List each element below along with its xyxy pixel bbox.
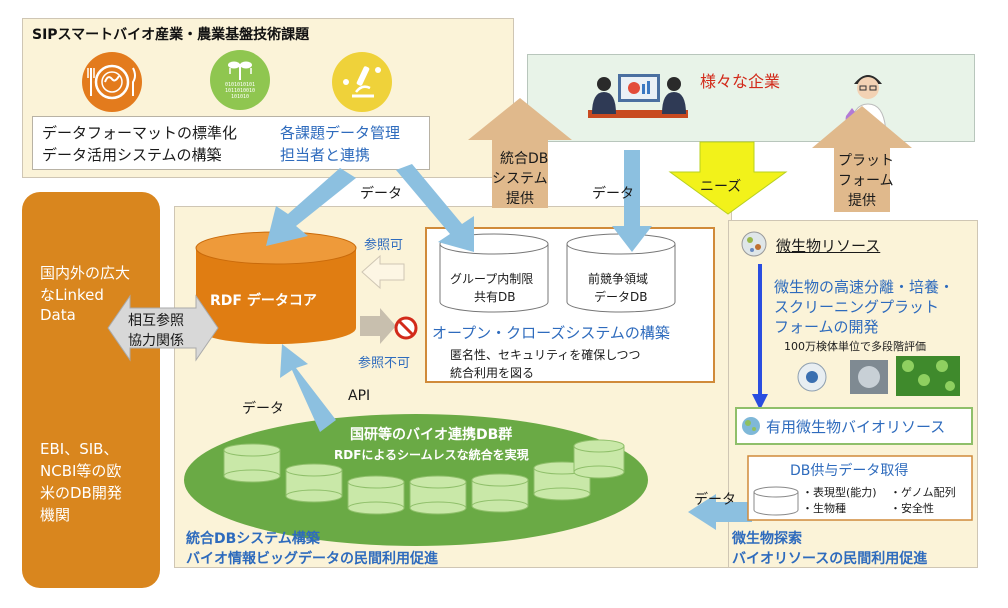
rdf-data-core-label: RDF データコア bbox=[210, 293, 317, 309]
svg-text:0101010101: 0101010101 bbox=[225, 82, 255, 88]
platform-label-3: 提供 bbox=[848, 193, 876, 209]
integrated-caption-1: 統合DBシステム構築 bbox=[186, 531, 320, 547]
globe-icon bbox=[742, 417, 760, 435]
external-orgs-line2: NCBI等の欧 bbox=[40, 462, 122, 480]
data-label-bottom: データ bbox=[694, 492, 736, 508]
db-provide-label-1: 統合DB bbox=[500, 151, 549, 167]
open-close-desc-2: 統合利用を図る bbox=[450, 366, 535, 380]
open-close-desc-1: 匿名性、セキュリティを確保しつつ bbox=[450, 348, 641, 362]
federated-db-title: 国研等のバイオ連携DB群 bbox=[350, 427, 513, 443]
sip-inner-box bbox=[32, 116, 430, 170]
external-orgs-line4: 機関 bbox=[40, 506, 71, 524]
platform-provide-arrow bbox=[812, 106, 912, 212]
useful-bioresource-box bbox=[735, 407, 973, 445]
group-db-label-2: 共有DB bbox=[474, 290, 516, 304]
microbe-desc-3: フォームの開発 bbox=[774, 318, 879, 336]
precompetitive-db-label-1: 前競争領域 bbox=[588, 272, 649, 286]
business-meeting-icon bbox=[578, 66, 698, 134]
microbe-caption-2: バイオリソースの民間利用促進 bbox=[732, 551, 928, 567]
data-arrow-sip-to-openclose bbox=[396, 164, 474, 252]
needs-label: ニーズ bbox=[700, 179, 742, 195]
food-plate-icon bbox=[82, 52, 142, 112]
integrated-caption-2: バイオ情報ビッグデータの民間利用促進 bbox=[186, 551, 438, 567]
platform-label-2: フォーム bbox=[838, 173, 894, 189]
mutual-reference-label-2: 協力関係 bbox=[128, 333, 184, 349]
platform-label-1: プラット bbox=[838, 153, 894, 169]
sip-manager-text: 各課題データ管理 bbox=[280, 124, 401, 142]
microbe-resource-icon bbox=[741, 231, 767, 257]
data-label-mid: データ bbox=[592, 186, 634, 202]
pre-competitive-db-cylinder bbox=[566, 233, 676, 313]
db-data-item-species: ・生物種 bbox=[802, 502, 846, 515]
db-provide-label-3: 提供 bbox=[506, 191, 534, 207]
microbe-desc-2: スクリーニングプラット bbox=[774, 298, 940, 316]
sip-collab-text: 担当者と連携 bbox=[280, 146, 371, 164]
sprout-data-icon: 0101010101 1011010010 101010 bbox=[210, 50, 270, 110]
external-linked-line2: なLinked bbox=[40, 286, 104, 304]
reference-ok-label: 参照可 bbox=[364, 238, 404, 253]
group-db-label-1: グループ内制限 bbox=[450, 272, 534, 286]
federated-db-drums bbox=[223, 439, 625, 515]
external-orgs-line1: EBI、SIB、 bbox=[40, 440, 119, 458]
data-arrow-companies-to-db bbox=[612, 150, 652, 252]
companies-label: 様々な企業 bbox=[700, 72, 781, 91]
sip-title: SIPスマートバイオ産業・農業基盤技術課題 bbox=[32, 27, 310, 43]
microbe-caption-1: 微生物探索 bbox=[732, 531, 802, 547]
db-data-item-phenotype: ・表現型(能力) bbox=[802, 486, 877, 499]
external-linked-line3: Data bbox=[40, 306, 76, 324]
data-arrow-microbe-to-db bbox=[688, 494, 752, 530]
svg-text:101010: 101010 bbox=[231, 94, 249, 100]
needs-arrow bbox=[668, 141, 788, 215]
external-linked-line1: 国内外の広大 bbox=[40, 264, 131, 282]
microbe-resource-title: 微生物リソース bbox=[776, 237, 881, 255]
db-data-item-genome: ・ゲノム配列 bbox=[890, 486, 956, 499]
mutual-reference-arrow bbox=[107, 294, 219, 362]
microbe-desc-1: 微生物の高速分離・培養・ bbox=[774, 278, 955, 296]
external-db-sidebar bbox=[22, 192, 160, 588]
db-data-cylinder bbox=[753, 486, 799, 516]
db-data-item-safety: ・安全性 bbox=[890, 502, 934, 515]
reference-ng-arrow bbox=[360, 308, 396, 344]
api-label: API bbox=[348, 388, 371, 404]
rdf-data-core-cylinder bbox=[195, 231, 357, 344]
svg-text:1011010010: 1011010010 bbox=[225, 88, 255, 94]
external-orgs-line3: 米のDB開発 bbox=[40, 484, 122, 502]
data-arrow-sip-to-rdf bbox=[266, 168, 356, 246]
db-data-title: DB供与データ取得 bbox=[790, 463, 909, 479]
microscope-icon bbox=[332, 52, 392, 112]
api-arrow-federated-to-rdf bbox=[280, 344, 336, 432]
data-label-left: データ bbox=[242, 401, 284, 417]
mutual-reference-label-1: 相互参照 bbox=[128, 313, 184, 329]
open-close-title: オープン・クローズシステムの構築 bbox=[432, 324, 670, 342]
reference-ok-arrow bbox=[361, 254, 405, 290]
no-entry-icon bbox=[394, 316, 418, 340]
sip-standardization-text: データフォーマットの標準化 bbox=[42, 124, 238, 142]
microbe-eval-text: 100万検体単位で多段階評価 bbox=[784, 340, 926, 353]
db-provide-arrow bbox=[468, 98, 572, 208]
db-provide-label-2: システム bbox=[492, 171, 548, 187]
useful-bioresource-label: 有用微生物バイオリソース bbox=[766, 418, 946, 436]
data-label-top: データ bbox=[360, 186, 402, 202]
reference-ng-label: 参照不可 bbox=[358, 356, 411, 371]
sip-system-text: データ活用システムの構築 bbox=[42, 146, 222, 164]
precompetitive-db-label-2: データDB bbox=[594, 290, 648, 304]
federated-db-subtitle: RDFによるシームレスな統合を実現 bbox=[334, 448, 529, 462]
